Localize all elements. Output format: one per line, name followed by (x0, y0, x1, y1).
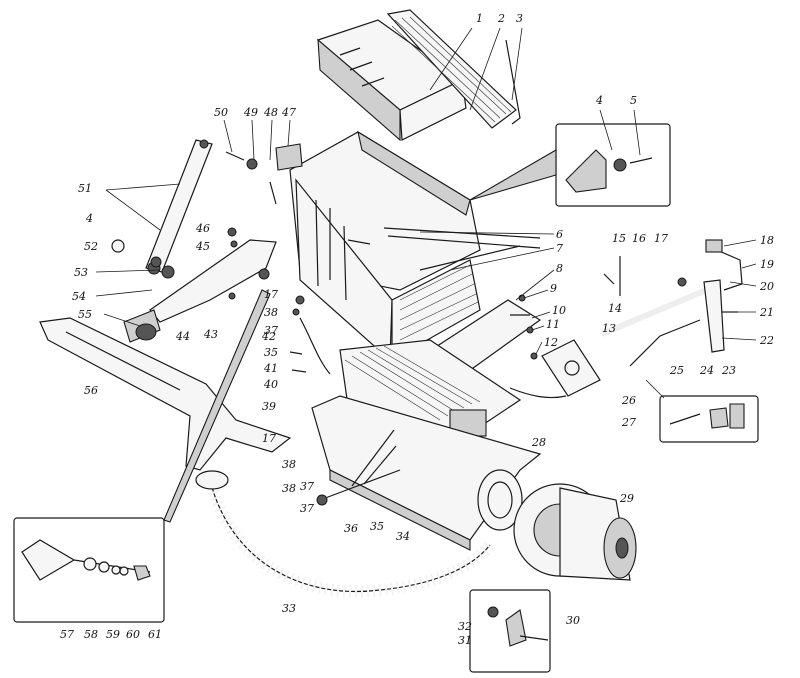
callout-44: 44 (175, 330, 190, 343)
callout-6: 6 (556, 228, 563, 241)
inset-hardware-57-61 (13, 289, 271, 623)
callout-37: 37 (300, 502, 314, 515)
callout-48: 48 (263, 106, 278, 119)
callout-38: 38 (282, 482, 296, 495)
callout-25: 25 (669, 364, 684, 377)
callout-32: 32 (458, 620, 472, 633)
callout-18: 18 (760, 234, 774, 247)
part-29-blower (513, 483, 637, 581)
tube-assembly-13-22 (541, 239, 743, 397)
inset-clip-23-25 (645, 379, 759, 443)
part-3-strip (505, 39, 521, 125)
callout-9: 9 (550, 282, 557, 295)
callout-17-lower: 17 (262, 432, 276, 445)
rod-35-37-lower (351, 429, 397, 487)
callout-46: 46 (195, 222, 210, 235)
part-44-bracket (123, 239, 277, 343)
callout-57: 57 (60, 628, 74, 641)
callout-10: 10 (552, 304, 566, 317)
callout-35: 35 (370, 520, 384, 533)
callout-17-right: 17 (654, 232, 668, 245)
small-parts-42-46 (227, 227, 270, 300)
callout-7: 7 (556, 242, 563, 255)
callout-36: 36 (344, 522, 358, 535)
callout-55: 55 (78, 308, 92, 321)
callout-43: 43 (203, 328, 218, 341)
callout-17-left: 17 (264, 288, 278, 301)
callout-50: 50 (214, 106, 228, 119)
callout-54: 54 (72, 290, 86, 303)
callout-41: 41 (263, 362, 278, 375)
callout-53: 53 (74, 266, 88, 279)
callout-33: 33 (282, 602, 296, 615)
callout-5: 5 (630, 94, 637, 107)
washers-52-54 (111, 239, 175, 279)
part-33-flex-duct (195, 470, 495, 598)
callout-16: 16 (632, 232, 646, 245)
callout-37-left: 37 (264, 324, 278, 337)
leader-lines (95, 27, 757, 355)
callout-42: 42 (261, 330, 276, 343)
callout-4-inset: 4 (595, 94, 603, 107)
inset-bracket-4-5 (469, 123, 671, 207)
callout-26: 26 (621, 394, 636, 407)
part-36-bolt (316, 469, 401, 506)
callout-52: 52 (84, 240, 98, 253)
callout-27: 27 (621, 416, 636, 429)
callout-28: 28 (531, 436, 546, 449)
callout-14: 14 (608, 302, 622, 315)
callout-30: 30 (566, 614, 580, 627)
callout-12: 12 (544, 336, 558, 349)
callout-60: 60 (126, 628, 140, 641)
parts-47-50 (225, 143, 303, 205)
callout-21: 21 (759, 306, 774, 319)
callout-35-left: 35 (264, 346, 278, 359)
callout-40: 40 (263, 378, 278, 391)
callout-37-lower: 37 (300, 480, 314, 493)
cable-parts-35-41 (289, 295, 331, 375)
callout-59: 59 (106, 628, 120, 641)
callout-labels: 1 2 3 4 5 6 7 8 9 10 11 12 13 14 15 16 1… (60, 12, 774, 647)
callout-1: 1 (476, 12, 483, 25)
callout-45: 45 (195, 240, 210, 253)
part-1-intake-cover (316, 19, 467, 142)
inset-clamp-30-32 (469, 589, 551, 673)
callout-2: 2 (497, 12, 505, 25)
callout-20: 20 (759, 280, 774, 293)
callout-47: 47 (281, 106, 296, 119)
callout-49: 49 (243, 106, 258, 119)
callout-11: 11 (546, 318, 560, 331)
callout-4-left: 4 (85, 212, 93, 225)
part-56-long-bracket (39, 317, 292, 471)
callout-51: 51 (78, 182, 92, 195)
callout-24: 24 (699, 364, 714, 377)
part-2-grille (386, 9, 517, 129)
callout-29: 29 (619, 492, 634, 505)
callout-23: 23 (721, 364, 736, 377)
callout-61: 61 (148, 628, 162, 641)
part-51-lever (145, 139, 213, 275)
callout-15: 15 (612, 232, 626, 245)
callout-56: 56 (84, 384, 98, 397)
callout-31: 31 (458, 634, 472, 647)
part-34-base-pan (311, 395, 542, 551)
callout-34: 34 (396, 530, 410, 543)
heater-housing-upper (289, 130, 481, 362)
callout-8: 8 (556, 262, 563, 275)
callout-3: 3 (516, 12, 523, 25)
callout-38-lower: 38 (282, 458, 296, 471)
callout-39: 39 (262, 400, 276, 413)
callout-22: 22 (759, 334, 774, 347)
callout-19: 19 (760, 258, 774, 271)
part-28-pipe (509, 387, 567, 399)
callout-58: 58 (84, 628, 98, 641)
callout-13: 13 (602, 322, 616, 335)
callout-38-left: 38 (264, 306, 278, 319)
